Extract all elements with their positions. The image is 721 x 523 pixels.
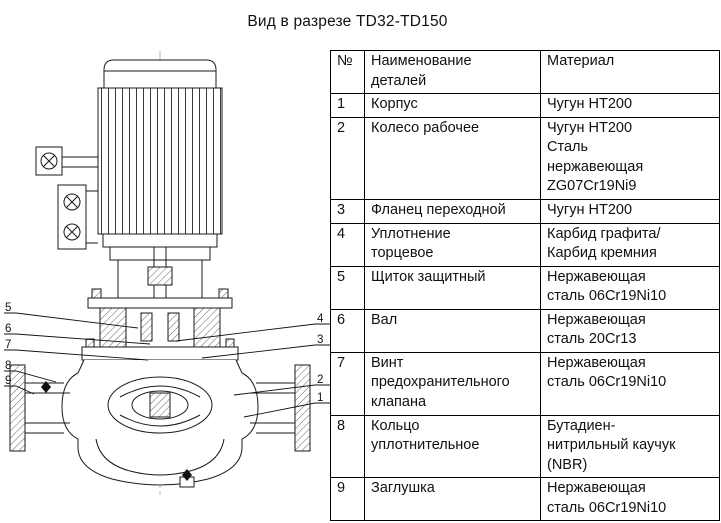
part-number: 3 (330, 198, 365, 224)
part-material: Нержавеющая сталь 06Cr19Ni10 (540, 265, 720, 310)
callout-5: 5 (5, 302, 11, 314)
table-row: 3 Фланец переходной Чугун HT200 (330, 198, 720, 224)
pump-drawing-container: 5 6 7 8 9 4 3 2 1 (0, 45, 335, 515)
callout-7: 7 (5, 339, 11, 351)
part-material: Карбид графита/ Карбид кремния (540, 222, 720, 267)
part-number: 5 (330, 265, 365, 310)
terminal-box (35, 146, 98, 250)
table-row: 4 Уплотнение торцевое Карбид графита/ Ка… (330, 222, 720, 267)
part-number: 8 (330, 414, 365, 479)
col-header-num: № (330, 49, 365, 95)
part-number: 6 (330, 308, 365, 353)
part-name: Колесо рабочее (364, 116, 541, 200)
impeller (107, 376, 213, 434)
callout-9: 9 (5, 375, 11, 387)
seal-housing (99, 307, 221, 348)
table-row: 9 Заглушка Нержавеющая сталь 06Cr19Ni10 (330, 477, 720, 522)
callout-3: 3 (317, 334, 323, 346)
table-row: 8 Кольцо уплотнительное Бутадиен- нитрил… (330, 414, 720, 479)
table-header-row: № Наименование деталей Материал (330, 49, 720, 95)
callout-4: 4 (317, 313, 324, 325)
table-row: 1 Корпус Чугун HT200 (330, 93, 720, 118)
part-material: Бутадиен- нитрильный каучук (NBR) (540, 414, 720, 479)
part-name: Винт предохранительного клапана (364, 351, 541, 416)
discharge-flange (294, 364, 311, 452)
part-name: Корпус (364, 93, 541, 118)
part-material: Чугун HT200 (540, 93, 720, 118)
part-number: 9 (330, 477, 365, 522)
col-header-name: Наименование деталей (364, 49, 541, 95)
part-name: Кольцо уплотнительное (364, 414, 541, 479)
part-name: Фланец переходной (364, 198, 541, 224)
table-row: 2 Колесо рабочее Чугун HT200 Сталь нержа… (330, 116, 720, 200)
part-number: 4 (330, 222, 365, 267)
weld-mark-bottom (182, 469, 192, 481)
table-row: 7 Винт предохранительного клапана Нержав… (330, 351, 720, 416)
col-header-material: Материал (540, 49, 720, 95)
motor (97, 59, 223, 261)
part-material: Нержавеющая сталь 20Cr13 (540, 308, 720, 353)
table-row: 5 Щиток защитный Нержавеющая сталь 06Cr1… (330, 265, 720, 310)
page-title: Вид в разрезе TD32-TD150 (247, 13, 448, 30)
part-name: Вал (364, 308, 541, 353)
part-material: Чугун HT200 (540, 198, 720, 224)
part-number: 1 (330, 93, 365, 118)
parts-table: № Наименование деталей Материал 1 Корпус… (330, 49, 720, 522)
callout-leaders (4, 312, 330, 418)
table-row: 6 Вал Нержавеющая сталь 20Cr13 (330, 308, 720, 353)
part-name: Заглушка (364, 477, 541, 522)
part-material: Чугун HT200 Сталь нержавеющая ZG07Cr19Ni… (540, 116, 720, 200)
callout-2: 2 (317, 374, 323, 386)
callout-numbers: 5 6 7 8 9 4 3 2 1 (5, 302, 324, 404)
part-name: Уплотнение торцевое (364, 222, 541, 267)
pump-cross-section-drawing: 5 6 7 8 9 4 3 2 1 (4, 51, 330, 495)
suction-flange (9, 364, 26, 452)
callout-8: 8 (5, 360, 11, 372)
callout-1: 1 (317, 392, 323, 404)
weld-mark-left (41, 381, 51, 393)
part-material: Нержавеющая сталь 06Cr19Ni10 (540, 477, 720, 522)
part-number: 7 (330, 351, 365, 416)
part-number: 2 (330, 116, 365, 200)
part-material: Нержавеющая сталь 06Cr19Ni10 (540, 351, 720, 416)
pump-casing (9, 359, 311, 488)
part-name: Щиток защитный (364, 265, 541, 310)
callout-6: 6 (5, 323, 11, 335)
